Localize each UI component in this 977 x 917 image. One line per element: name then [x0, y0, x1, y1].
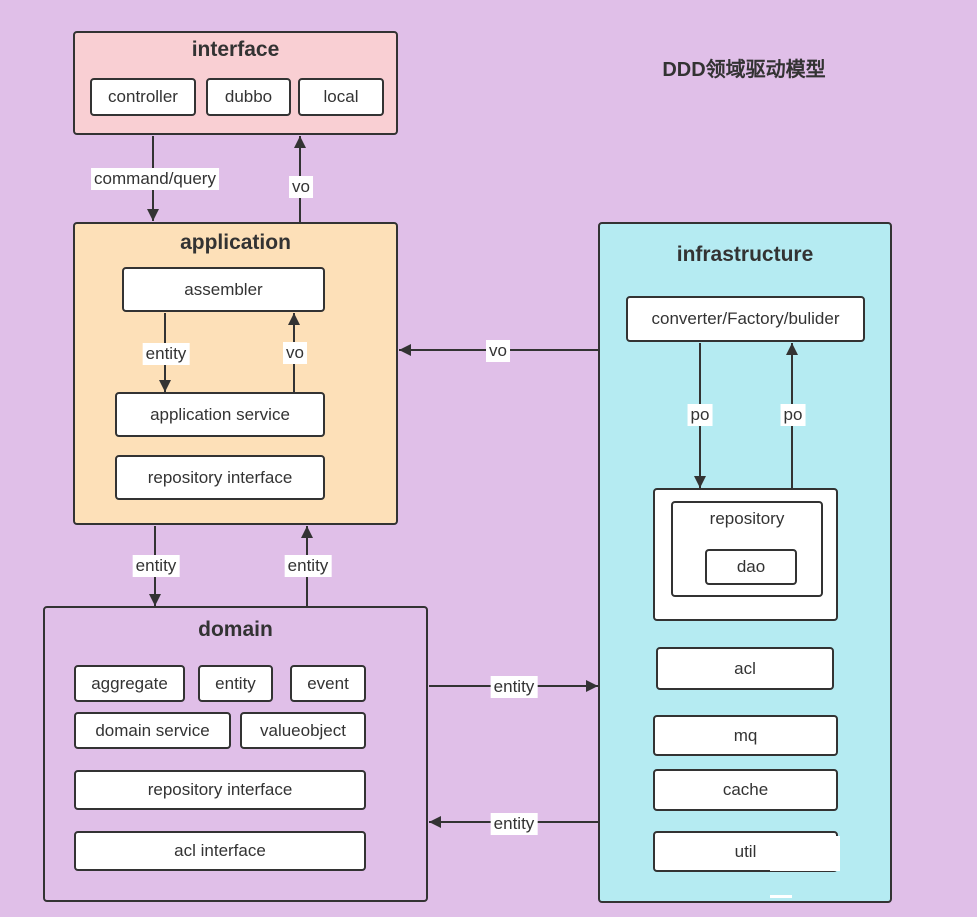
domain-layer-title: domain: [198, 618, 273, 641]
application-layer-title: application: [180, 231, 291, 254]
label-vo-infrastructure-to-application: vo: [486, 340, 510, 362]
infrastructure-layer: infrastructure converter/Factory/bulider…: [598, 222, 892, 903]
label-vo-to-interface: vo: [289, 176, 313, 198]
domain-service-box: domain service: [74, 712, 231, 749]
white-patch-line: [770, 895, 792, 898]
infrastructure-layer-title: infrastructure: [676, 243, 814, 266]
converter-factory-builder-box: converter/Factory/bulider: [626, 296, 865, 342]
domain-repository-interface-box: repository interface: [74, 770, 366, 810]
label-po-repository-to-converter: po: [780, 404, 806, 426]
aggregate-box: aggregate: [74, 665, 185, 702]
event-box: event: [290, 665, 366, 702]
application-repository-interface-box: repository interface: [115, 455, 325, 500]
interface-layer: interface controller dubbo local: [73, 31, 398, 135]
label-entity-domain-to-application: entity: [284, 555, 332, 577]
interface-layer-title: interface: [191, 38, 280, 61]
assembler-box: assembler: [122, 267, 325, 312]
repository-inner-box: repository dao: [671, 501, 823, 597]
mq-box: mq: [653, 715, 838, 756]
valueobject-box: valueobject: [240, 712, 366, 749]
application-layer: application assembler application servic…: [73, 222, 398, 525]
application-service-box: application service: [115, 392, 325, 437]
acl-interface-box: acl interface: [74, 831, 366, 871]
dao-box: dao: [705, 549, 797, 585]
label-po-converter-to-repository: po: [687, 404, 713, 426]
acl-box: acl: [656, 647, 834, 690]
domain-layer: domain aggregate entity event domain ser…: [43, 606, 428, 902]
label-entity-assembler-to-service: entity: [142, 343, 190, 365]
repository-label: repository: [709, 509, 785, 528]
local-box: local: [298, 78, 384, 116]
repository-container: repository dao: [653, 488, 838, 621]
label-vo-service-to-assembler: vo: [283, 342, 307, 364]
label-command-query: command/query: [91, 168, 219, 190]
label-entity-application-to-domain: entity: [132, 555, 180, 577]
white-patch: [770, 836, 840, 871]
label-entity-domain-to-infrastructure: entity: [490, 676, 538, 698]
cache-box: cache: [653, 769, 838, 811]
controller-box: controller: [90, 78, 196, 116]
entity-box: entity: [198, 665, 273, 702]
label-entity-infrastructure-to-domain: entity: [490, 813, 538, 835]
diagram-title: DDD领域驱动模型: [662, 59, 826, 81]
dubbo-box: dubbo: [206, 78, 291, 116]
